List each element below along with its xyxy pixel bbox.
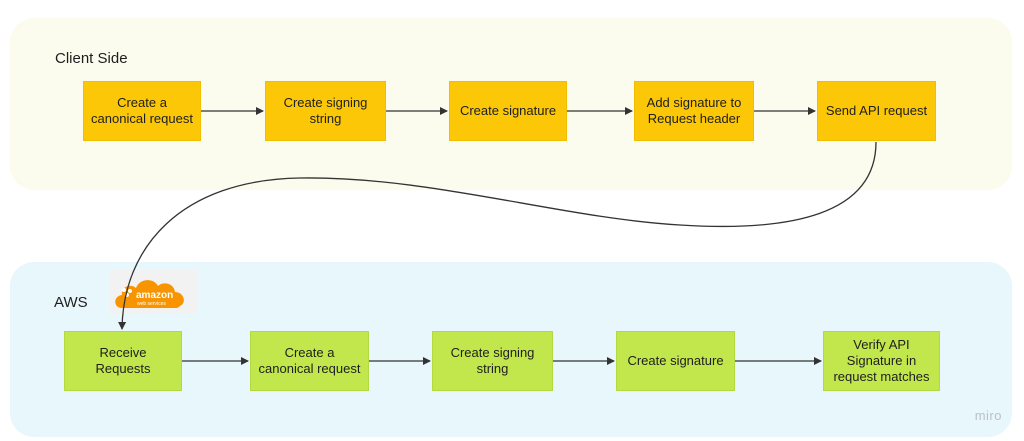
aws-title: AWS <box>54 294 88 311</box>
aws-step-create-signature[interactable]: Create signature <box>616 331 735 391</box>
aws-step-canonical-request[interactable]: Create a canonical request <box>250 331 369 391</box>
aws-step-receive-requests[interactable]: Receive Requests <box>64 331 182 391</box>
client-step-signing-string[interactable]: Create signing string <box>265 81 386 141</box>
aws-step-signing-string[interactable]: Create signing string <box>432 331 553 391</box>
client-step-add-signature[interactable]: Add signature to Request header <box>634 81 754 141</box>
aws-cloud-icon: amazon web services <box>115 280 184 308</box>
client-step-canonical-request[interactable]: Create a canonical request <box>83 81 201 141</box>
logo-subtext: web services <box>137 301 166 307</box>
aws-step-verify-signature[interactable]: Verify API Signature in request matches <box>823 331 940 391</box>
client-side-title: Client Side <box>55 50 128 67</box>
aws-logo: amazon web services <box>110 270 198 314</box>
client-step-send-api-request[interactable]: Send API request <box>817 81 936 141</box>
logo-text: amazon <box>136 290 173 301</box>
client-step-create-signature[interactable]: Create signature <box>449 81 567 141</box>
miro-watermark: miro <box>974 408 1002 423</box>
